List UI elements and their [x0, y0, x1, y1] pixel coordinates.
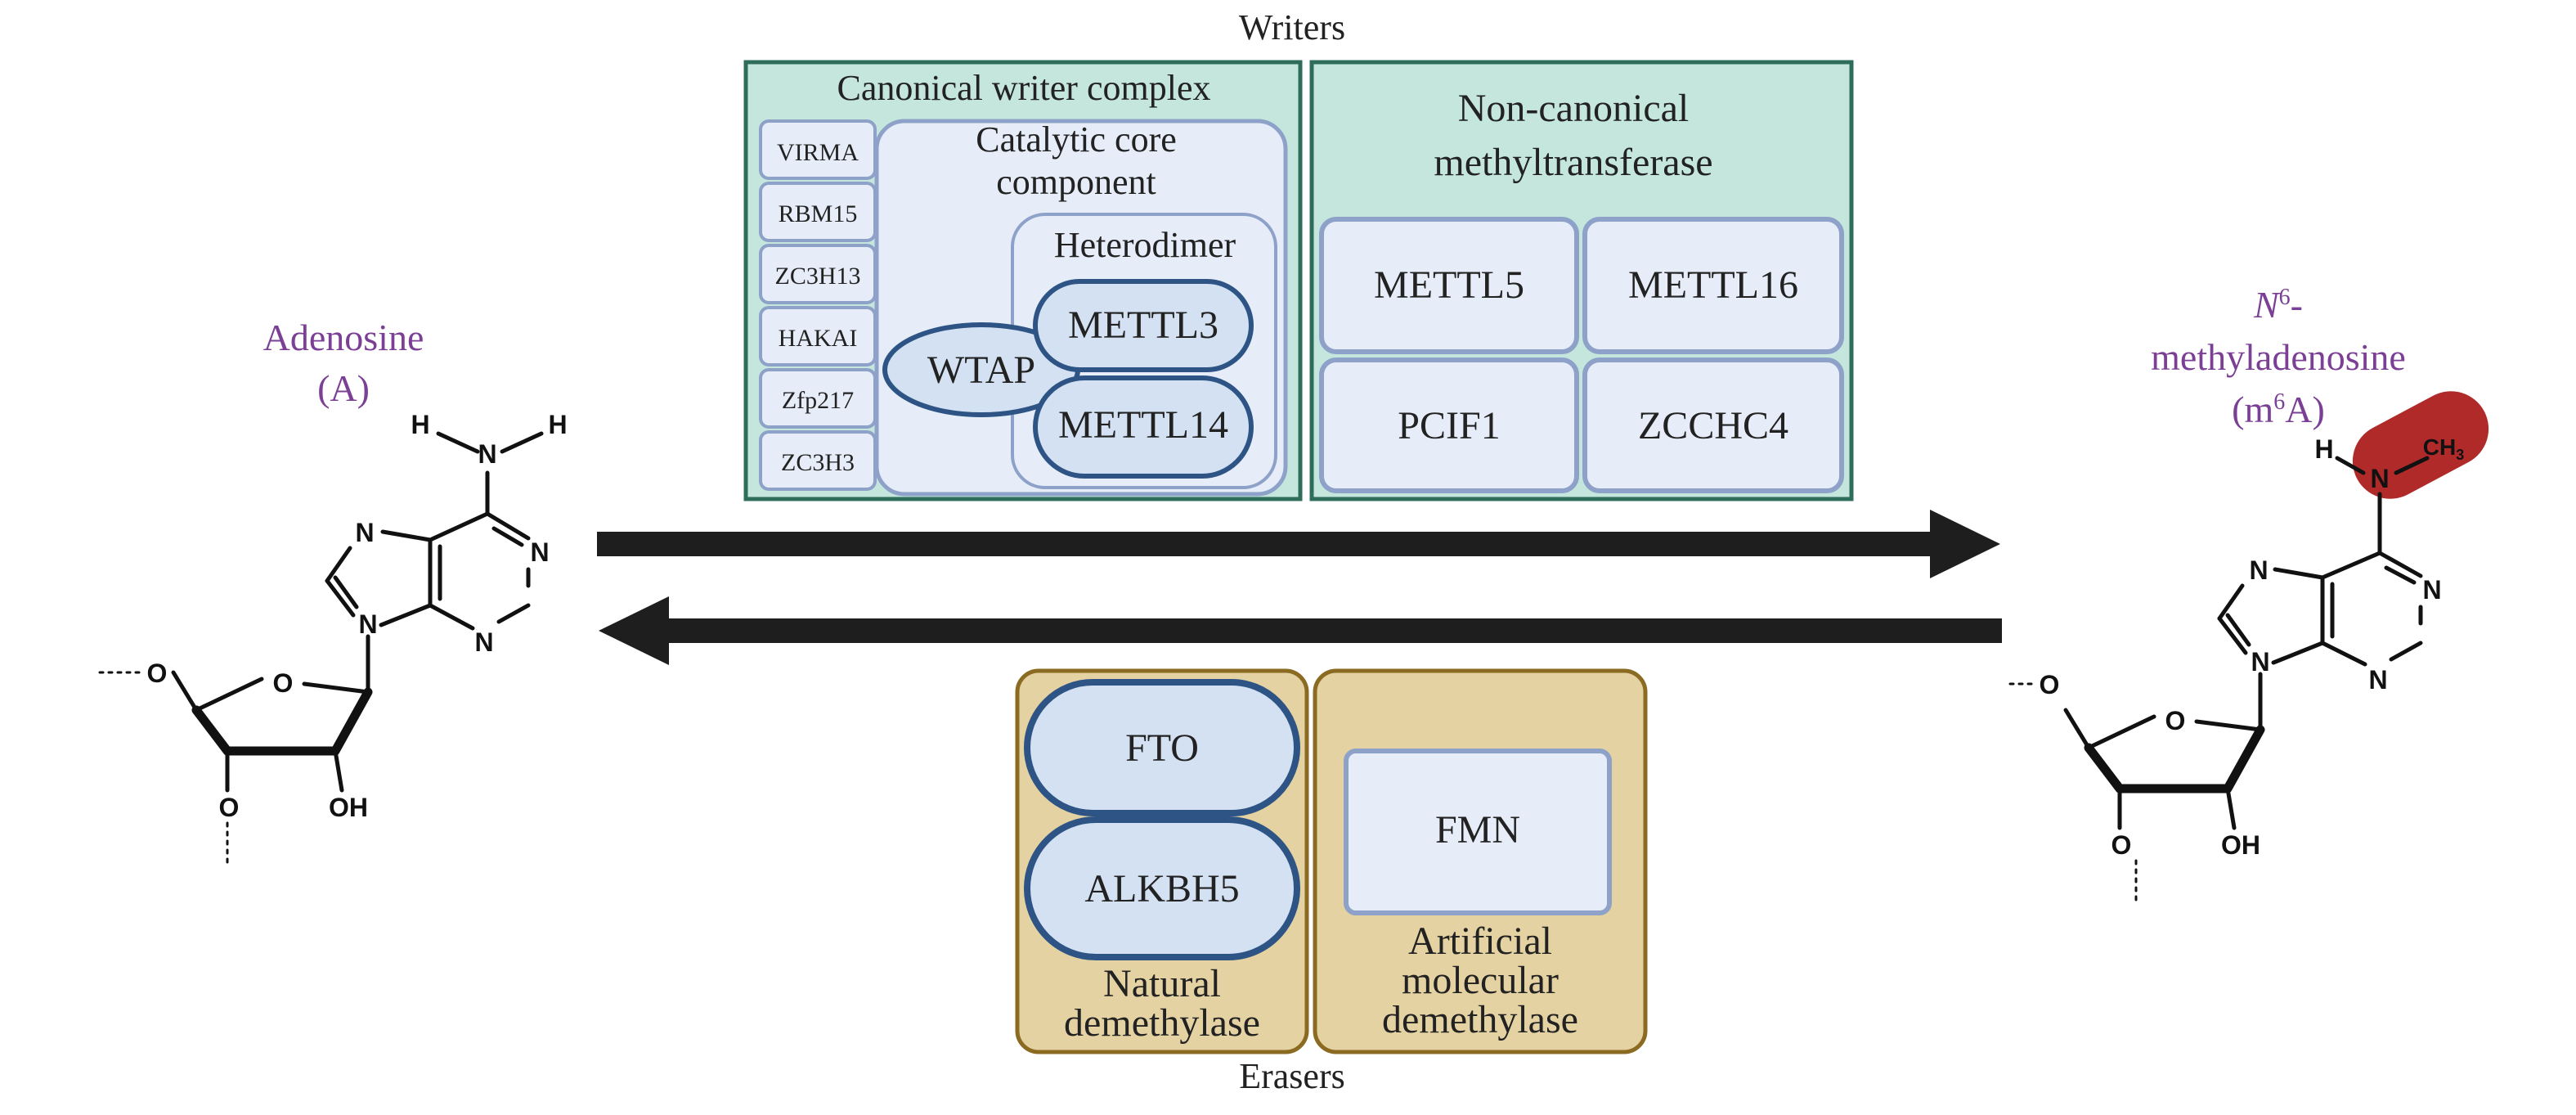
adenosine-o5: O	[147, 659, 168, 688]
mettl5-label: METTL5	[1374, 263, 1524, 307]
adaptor-hakai: HAKAI	[779, 325, 858, 352]
noncanonical-title-line1: Non-canonical	[1458, 87, 1690, 130]
adaptor-zfp217: Zfp217	[782, 387, 854, 414]
adaptor-zc3h13: ZC3H13	[775, 263, 861, 290]
m6a-n1: N	[2422, 575, 2441, 605]
pcif1-label: PCIF1	[1398, 404, 1500, 447]
forward-reaction-arrow	[597, 510, 2000, 578]
m6a-o3: O	[2112, 830, 2132, 860]
m6a-n9: N	[2251, 647, 2269, 677]
m6a-ch3: CH3	[2423, 434, 2464, 463]
artificial-label-line2: molecular	[1402, 959, 1559, 1002]
adenosine-ring-o: O	[273, 668, 294, 698]
artificial-label-line1: Artificial	[1408, 919, 1552, 963]
adenosine-n1: N	[530, 537, 549, 567]
m6a-n3: N	[2368, 665, 2387, 695]
reverse-reaction-arrow	[599, 596, 2002, 665]
erasers-title: Erasers	[1239, 1056, 1345, 1096]
heterodimer: Heterodimer WTAP METTL3 METTL14	[882, 213, 1277, 489]
m6a-atom-labels: H N CH3 N N N N O O O OH	[2040, 434, 2465, 860]
adaptor-rbm15: RBM15	[779, 200, 858, 227]
fto-pill	[1024, 679, 1300, 816]
artificial-molecular-demethylase: FMN Artificial molecular demethylase	[1313, 668, 1648, 1054]
heterodimer-title: Heterodimer	[1054, 225, 1236, 265]
alkbh5-pill	[1024, 816, 1300, 960]
mettl16-label: METTL16	[1628, 263, 1798, 307]
adenosine-n9: N	[358, 609, 377, 639]
fmn-box	[1344, 749, 1612, 915]
adenosine-o3: O	[219, 793, 240, 822]
m6a-ring-o: O	[2165, 706, 2186, 735]
noncanonical-methyltransferase: Non-canonical methyltransferase METTL5 M…	[1309, 60, 1854, 501]
natural-demethylase-label-line2: demethylase	[1064, 1001, 1260, 1045]
natural-demethylase-label-line1: Natural	[1103, 962, 1221, 1005]
noncanonical-title-line2: methyltransferase	[1434, 141, 1712, 184]
mettl3-pill	[1033, 279, 1254, 372]
natural-demethylase: FTO ALKBH5 Natural demethylase	[1015, 668, 1309, 1054]
adaptor-virma: VIRMA	[777, 139, 859, 166]
adenosine-n3: N	[474, 627, 493, 657]
zcchc4-label: ZCCHC4	[1638, 404, 1788, 447]
catalytic-core-component: Catalytic core component Heterodimer WTA…	[874, 119, 1288, 497]
m6a-oh2: OH	[2221, 830, 2260, 860]
m6a-n-italic: N	[2253, 284, 2281, 326]
m6a-name-line1: N6-	[2253, 284, 2303, 326]
mettl14-pill	[1033, 375, 1254, 479]
m6a-name-line2: methyladenosine	[2151, 336, 2406, 378]
adenosine-name: Adenosine	[263, 317, 424, 358]
mettl5-box	[1319, 217, 1579, 354]
m6a-h: H	[2314, 434, 2333, 464]
m6a-ch3-sub: 3	[2456, 447, 2464, 463]
artificial-label-line3: demethylase	[1382, 998, 1578, 1041]
fto-label: FTO	[1125, 726, 1199, 770]
canonical-writer-complex: Canonical writer complex VIRMA RBM15 ZC3…	[743, 60, 1303, 501]
mettl16-box	[1582, 217, 1844, 354]
m6a-structure	[2004, 456, 2430, 906]
m6a-abbr-sup: 6	[2273, 389, 2285, 415]
m6a-ch: CH	[2423, 434, 2456, 460]
canonical-writer-complex-title: Canonical writer complex	[837, 68, 1211, 108]
adenosine-n7: N	[355, 518, 374, 547]
m6a-n-methyl: N	[2370, 464, 2389, 493]
m6a-dash: -	[2291, 284, 2303, 326]
pcif1-box	[1319, 357, 1579, 493]
adenosine-h-left: H	[411, 410, 429, 439]
adenosine-oh2: OH	[329, 793, 368, 822]
catalytic-core-title-line2: component	[996, 162, 1156, 202]
m6a-abbr-open: (m	[2232, 389, 2273, 430]
writers-title: Writers	[1239, 7, 1345, 47]
wtap-label: WTAP	[927, 348, 1035, 392]
m6a-abbr-close: A)	[2285, 389, 2325, 430]
adenosine-structure	[95, 431, 544, 869]
adenosine-n-amine: N	[478, 439, 496, 469]
adaptor-zc3h3: ZC3H3	[781, 449, 855, 476]
alkbh5-label: ALKBH5	[1084, 867, 1239, 910]
m6a-o5: O	[2040, 670, 2060, 699]
m6a-n7: N	[2249, 555, 2268, 585]
catalytic-core-title-line1: Catalytic core	[976, 119, 1177, 160]
adenosine-h-right: H	[548, 410, 567, 439]
methyl-group-highlight	[2352, 391, 2489, 499]
zcchc4-box	[1582, 357, 1844, 493]
adenosine-abbr: (A)	[317, 367, 370, 409]
mettl14-label: METTL14	[1058, 403, 1228, 447]
mettl3-label: METTL3	[1068, 303, 1218, 347]
m6a-abbr: (m6A)	[2232, 389, 2325, 430]
adenosine-atom-labels: H N H N N N N O O O OH	[147, 410, 568, 822]
m6a-superscript: 6	[2279, 285, 2291, 310]
fmn-label: FMN	[1435, 808, 1520, 852]
